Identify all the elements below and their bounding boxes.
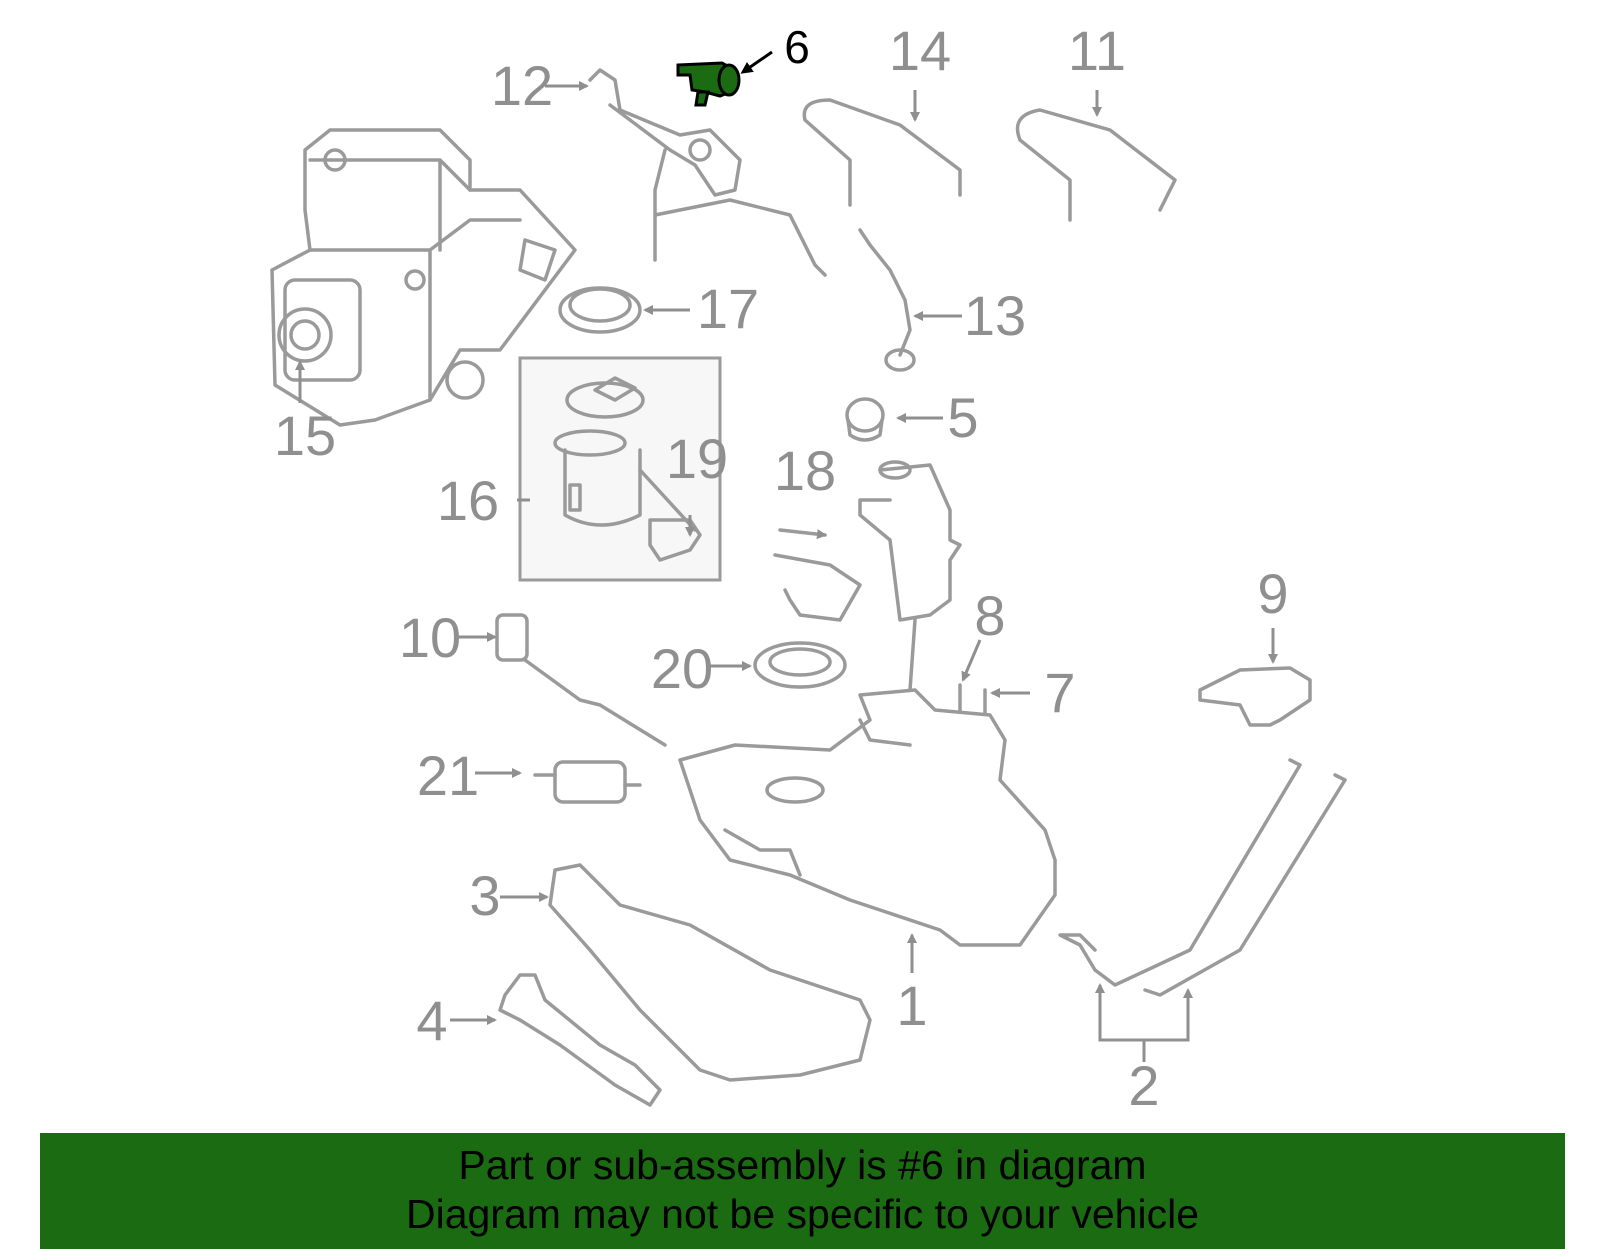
callout-4: 4	[416, 989, 447, 1052]
filler-cap-part-5	[845, 397, 885, 442]
callout-9: 9	[1257, 562, 1288, 625]
fuel-pump-module-part-16	[518, 356, 722, 582]
injection-pump-part-15	[270, 128, 577, 427]
callout-13: 13	[964, 284, 1026, 347]
hose-part-14	[802, 98, 962, 207]
info-banner: Part or sub-assembly is #6 in diagram Di…	[40, 1133, 1565, 1249]
callout-18: 18	[774, 439, 836, 502]
callout-2: 2	[1128, 1054, 1159, 1117]
parts-diagram: 1 2 3 4 5 6 7 8 9 10 11 12 13 14 15 16 1…	[270, 19, 1347, 1117]
leader-lines	[295, 50, 1278, 1062]
banner-line-1: Part or sub-assembly is #6 in diagram	[458, 1142, 1147, 1188]
callout-21: 21	[417, 744, 479, 807]
vent-hose-part-13	[858, 228, 912, 357]
highlighted-part-6	[676, 61, 741, 107]
bracket-part-9	[1198, 666, 1312, 727]
callout-3: 3	[469, 864, 500, 927]
straps-part-2	[1058, 758, 1347, 997]
seal-ring-part-17	[558, 286, 642, 334]
hose-part-11	[1015, 108, 1177, 222]
callout-8: 8	[974, 584, 1005, 647]
callout-5: 5	[947, 386, 978, 449]
callout-10: 10	[399, 606, 461, 669]
callout-17: 17	[697, 277, 759, 340]
callout-6: 6	[784, 21, 810, 73]
bracket-part-4	[498, 973, 662, 1107]
fuel-tank-part-1	[678, 688, 1057, 947]
callout-19: 19	[666, 427, 728, 490]
callout-1: 1	[896, 974, 927, 1037]
callout-12: 12	[491, 54, 553, 117]
callout-7: 7	[1044, 661, 1075, 724]
fuel-filter-part-10	[495, 613, 667, 747]
filter-part-21	[533, 760, 642, 804]
callout-15: 15	[274, 404, 336, 467]
banner-line-2: Diagram may not be specific to your vehi…	[405, 1191, 1199, 1237]
callout-14: 14	[889, 19, 951, 82]
callout-11: 11	[1068, 19, 1126, 82]
heat-shield-part-3	[548, 863, 872, 1082]
callout-labels: 1 2 3 4 5 6 7 8 9 10 11 12 13 14 15 16 1…	[274, 19, 1289, 1117]
callout-16: 16	[437, 469, 499, 532]
fuel-line-part-12	[588, 68, 827, 277]
callout-20: 20	[651, 637, 713, 700]
seal-part-20	[753, 641, 847, 689]
vent-hose-end	[884, 348, 916, 372]
